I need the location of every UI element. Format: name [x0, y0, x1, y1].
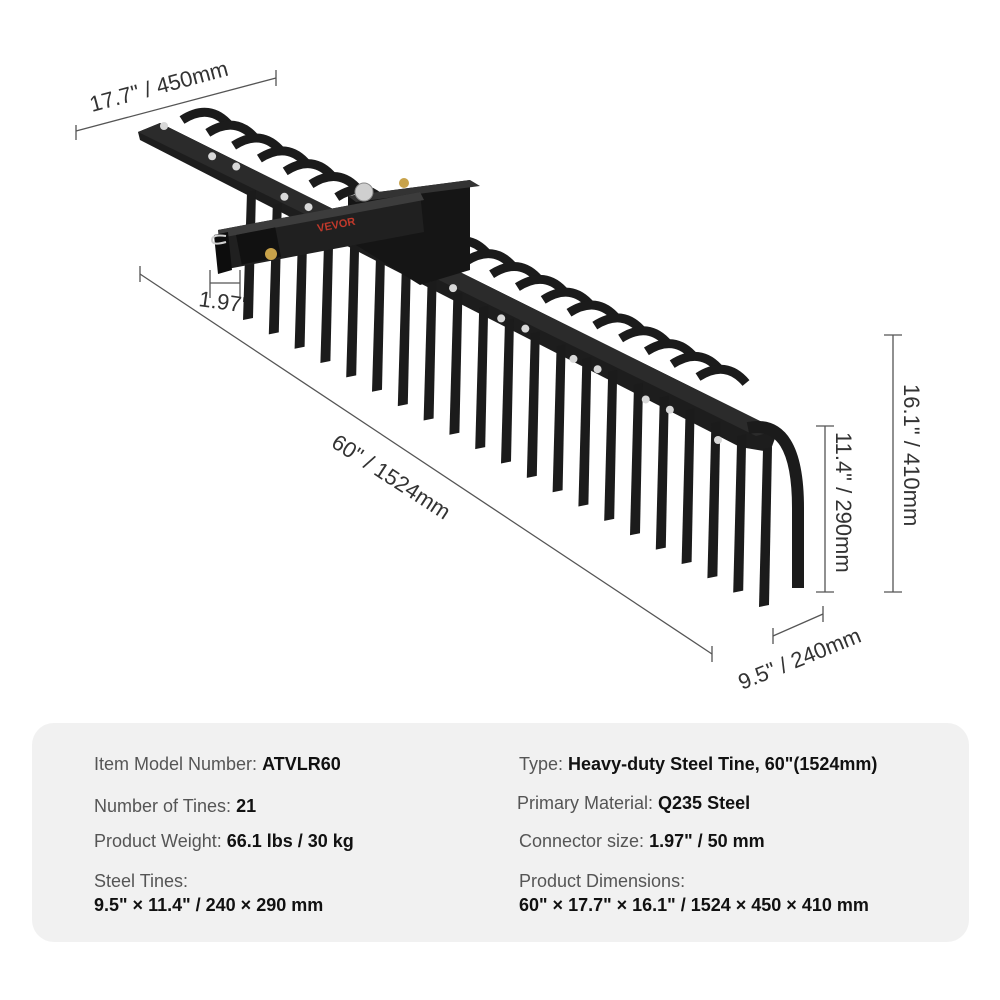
bolt	[208, 152, 217, 161]
spec-connector: Connector size: 1.97" / 50 mm	[519, 831, 765, 851]
tine-depth-dimension-label: 9.5" / 240mm	[735, 623, 865, 695]
length-dimension-line	[139, 273, 713, 655]
tine	[346, 241, 360, 378]
spec-material: Primary Material: Q235 Steel	[517, 793, 751, 813]
bolt	[304, 203, 313, 212]
spec-model: Item Model Number: ATVLR60	[94, 754, 341, 774]
tine	[397, 267, 411, 407]
spec-panel: Item Model Number: ATVLR60 Number of Tin…	[32, 723, 969, 942]
tine	[604, 369, 618, 521]
spec-dimensions: Product Dimensions: 60" × 17.7" × 16.1" …	[519, 871, 869, 915]
width-dimension-line	[75, 77, 277, 132]
bolt	[160, 122, 168, 130]
tine	[526, 331, 540, 478]
hitch-pin	[265, 248, 277, 260]
bolt	[641, 395, 650, 404]
bolt	[714, 436, 722, 444]
tine	[578, 357, 592, 507]
tine	[759, 447, 772, 607]
tines	[243, 190, 804, 607]
tine	[733, 434, 747, 593]
tine-depth-dimension-line	[772, 613, 824, 637]
tine	[655, 395, 669, 550]
spec-steel-tines: Steel Tines: 9.5" × 11.4" / 240 × 290 mm	[94, 871, 324, 915]
tine-loop	[695, 364, 750, 387]
tine	[320, 228, 334, 364]
width-dimension-label: 17.7" / 450mm	[87, 56, 231, 117]
rake-illustration: VEVOR	[138, 107, 804, 607]
tine-height-dimension-label: 11.4" / 290mm	[831, 432, 856, 573]
tine	[423, 279, 437, 421]
spec-type: Type: Heavy-duty Steel Tine, 60"(1524mm)	[519, 754, 878, 774]
end-tine	[746, 421, 804, 588]
tine	[552, 344, 566, 493]
height-dimension-label: 16.1" / 410mm	[899, 384, 924, 526]
spec-weight: Product Weight: 66.1 lbs / 30 kg	[94, 831, 354, 851]
tine	[475, 305, 489, 450]
connector-dimension-label: 1.97"	[197, 286, 251, 318]
tine	[707, 421, 721, 579]
bolt	[593, 365, 602, 374]
spec-tine-count: Number of Tines: 21	[94, 796, 257, 816]
bolt	[449, 284, 458, 293]
bolt	[569, 354, 578, 363]
tine	[501, 318, 514, 464]
bolt	[232, 162, 241, 171]
tine	[449, 292, 463, 435]
length-dimension-label: 60" / 1524mm	[327, 429, 455, 524]
hitch-assembly: VEVOR	[210, 178, 480, 285]
bolt	[521, 324, 530, 333]
bolt	[665, 405, 674, 414]
bolt	[280, 192, 289, 201]
hitch-pin-clip	[210, 234, 227, 245]
tine	[630, 382, 643, 536]
bolt	[497, 314, 506, 323]
tine	[372, 254, 385, 392]
tine	[681, 408, 695, 564]
product-dimension-figure: 17.7" / 450mm 1.97" 60" / 1524mm 16.1" /…	[75, 56, 924, 695]
